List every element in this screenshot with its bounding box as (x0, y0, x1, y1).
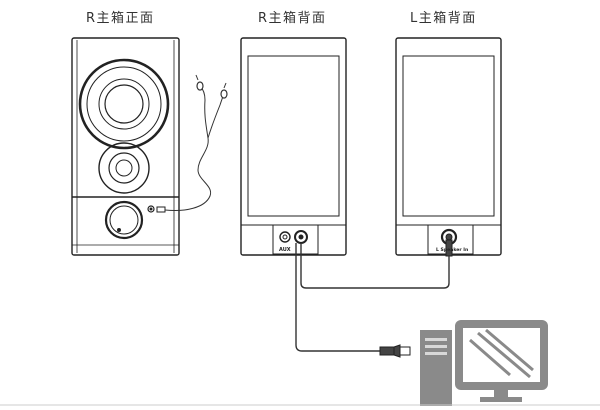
audio-usb-cable (295, 243, 380, 352)
title-l-back: L主箱背面 (410, 11, 477, 26)
l-speaker-back (395, 37, 502, 256)
computer-tower-icon (420, 330, 452, 406)
monitor-icon (455, 320, 548, 402)
speaker-link-cable (300, 243, 450, 289)
woofer-driver (78, 58, 170, 150)
aux-port (279, 230, 308, 244)
usb-plug-icon (379, 344, 411, 358)
title-r-front: R主箱正面 (86, 11, 155, 26)
aux-label: AUX (279, 247, 291, 253)
r-speaker-front (71, 37, 180, 256)
l-speaker-in-port (440, 228, 458, 257)
r-speaker-back (240, 37, 347, 256)
volume-knob (104, 200, 144, 240)
l-speaker-in-label: L Speaker In (436, 247, 468, 253)
title-r-back: R主箱背面 (258, 11, 327, 26)
tweeter-driver (98, 142, 150, 194)
headphone-jack-front (147, 205, 166, 213)
earphones-icon (164, 74, 228, 211)
